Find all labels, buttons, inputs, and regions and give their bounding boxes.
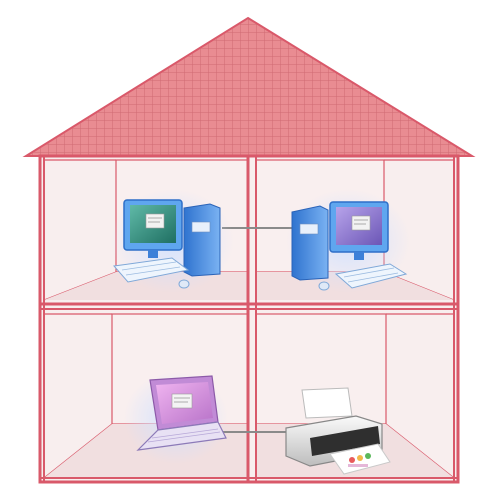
desktop-computer-icon (286, 189, 410, 293)
house-walls (38, 154, 460, 484)
laptop-icon (124, 372, 228, 464)
roof (22, 16, 476, 157)
network-cables (218, 227, 296, 433)
desktop-computer-icon (110, 189, 234, 293)
printer-icon (285, 387, 391, 475)
